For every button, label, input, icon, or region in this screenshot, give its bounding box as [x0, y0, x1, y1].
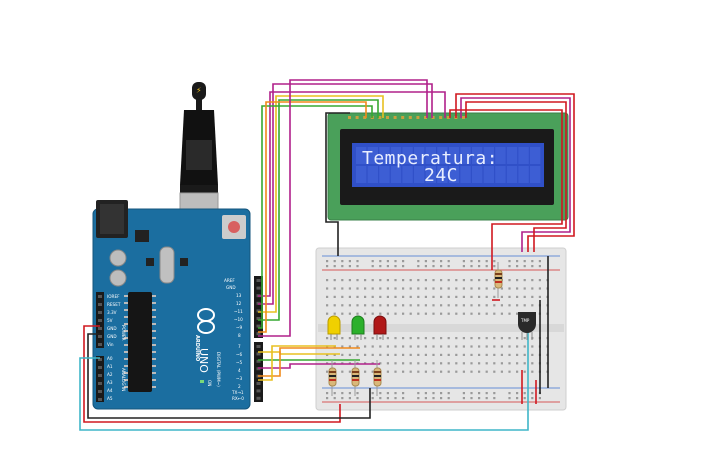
resistor-lcd[interactable]	[494, 262, 503, 298]
wire-red-lcd-3[interactable]	[449, 109, 563, 270]
pin-label-7: 7	[238, 344, 241, 349]
lcd-display: Temperatura: 24C	[327, 112, 569, 221]
resistor-2[interactable]	[351, 360, 360, 396]
wire-black-gnd[interactable]	[87, 333, 371, 419]
pin-label-a3: A3	[107, 380, 113, 385]
pin-label-3: ~3	[236, 376, 243, 381]
pin-label-tx: TX→1	[231, 390, 244, 395]
pin-label-a4: A4	[107, 388, 113, 393]
pin-label-reset: RESET	[107, 302, 121, 307]
wire-black-lcd-gnd[interactable]	[325, 112, 350, 256]
pin-label-rx: RX←0	[232, 396, 244, 401]
pin-label-4: 4	[238, 368, 241, 373]
pin-label-12: 12	[236, 301, 242, 306]
arduino-board[interactable]: ⚡	[92, 82, 263, 410]
lcd-line-2: 24C	[424, 165, 458, 186]
pin-label-a2: A2	[107, 372, 113, 377]
temperature-sensor[interactable]: TMP	[518, 312, 536, 340]
lcd-line-1: Temperatura:	[362, 148, 498, 169]
resistor-1[interactable]	[328, 360, 337, 396]
wire-magenta-lcd-3[interactable]	[258, 79, 428, 337]
microcontroller-pins	[124, 295, 156, 388]
arduino-infinity-icon	[197, 308, 215, 334]
pin-label-6: ~6	[236, 352, 243, 357]
wires	[79, 79, 575, 431]
right-pin-labels: AREF GND 13 12 ~11 ~10 ~9 8 7 ~6 ~5 4 ~3…	[224, 278, 244, 401]
pin-label-aref: AREF	[224, 278, 235, 283]
pin-label-ioref: IOREF	[107, 294, 120, 299]
pin-label-a0: A0	[107, 356, 113, 361]
pin-label-a1: A1	[107, 364, 113, 369]
on-label: ON	[207, 380, 212, 386]
led-yellow[interactable]	[327, 315, 341, 340]
wire-orange-led[interactable]	[258, 347, 360, 377]
usb-cable: ⚡	[179, 82, 219, 228]
wire-orange-lcd[interactable]	[258, 101, 367, 333]
arduino-brand-text: ARDUINO	[194, 335, 200, 361]
pin-label-9: ~9	[236, 325, 243, 330]
pin-label-gnd2: GND	[107, 334, 117, 339]
analog-in-label: ANALOG IN	[121, 368, 126, 391]
analog-header[interactable]	[96, 356, 104, 402]
digital-header-low[interactable]	[254, 342, 263, 402]
resistor-3[interactable]	[373, 360, 382, 396]
wire-magenta-led[interactable]	[258, 363, 380, 369]
pin-label-11: ~11	[234, 309, 243, 314]
pin-label-vin: Vin	[107, 342, 114, 347]
tmp-label: TMP	[520, 318, 530, 323]
wire-green-lcd-2[interactable]	[258, 105, 373, 329]
pin-label-5v: 5V	[107, 318, 113, 323]
wire-yellow-lcd[interactable]	[258, 95, 384, 313]
power-label: POWER	[121, 325, 126, 341]
pin-label-a5: A5	[107, 396, 113, 401]
left-pin-labels: IOREF RESET 3.3V 5V GND GND Vin A0 A1 A2…	[107, 294, 121, 401]
wire-yellow-led-2[interactable]	[258, 345, 336, 381]
lightning-icon: ⚡	[196, 86, 202, 95]
pin-label-gnd1: GND	[107, 326, 117, 331]
digital-label: DIGITAL (PWM~)	[216, 352, 221, 387]
wire-magenta-lcd-2[interactable]	[258, 83, 433, 305]
wire-red-lcd-2[interactable]	[465, 101, 567, 252]
pin-label-2: 2	[238, 384, 241, 389]
wire-red-5v[interactable]	[83, 325, 341, 423]
pin-label-13: 13	[236, 293, 242, 298]
pin-label-3v3: 3.3V	[107, 310, 117, 315]
digital-header-high[interactable]	[254, 276, 263, 338]
lcd-character-grid	[356, 147, 541, 183]
wire-cyan-a0[interactable]	[79, 330, 529, 431]
wire-magenta-lcd-contrast[interactable]	[460, 97, 571, 252]
pin-label-gnd-digital: GND	[226, 285, 236, 290]
wire-green-lcd[interactable]	[258, 99, 379, 321]
pin-label-5: ~5	[236, 360, 243, 365]
led-red[interactable]	[373, 315, 387, 340]
pin-label-10: ~10	[234, 317, 243, 322]
pin-label-8: 8	[238, 333, 241, 338]
wire-red-lcd-power[interactable]	[455, 93, 575, 252]
led-green[interactable]	[351, 315, 365, 340]
arduino-model-text: UNO	[197, 348, 210, 373]
